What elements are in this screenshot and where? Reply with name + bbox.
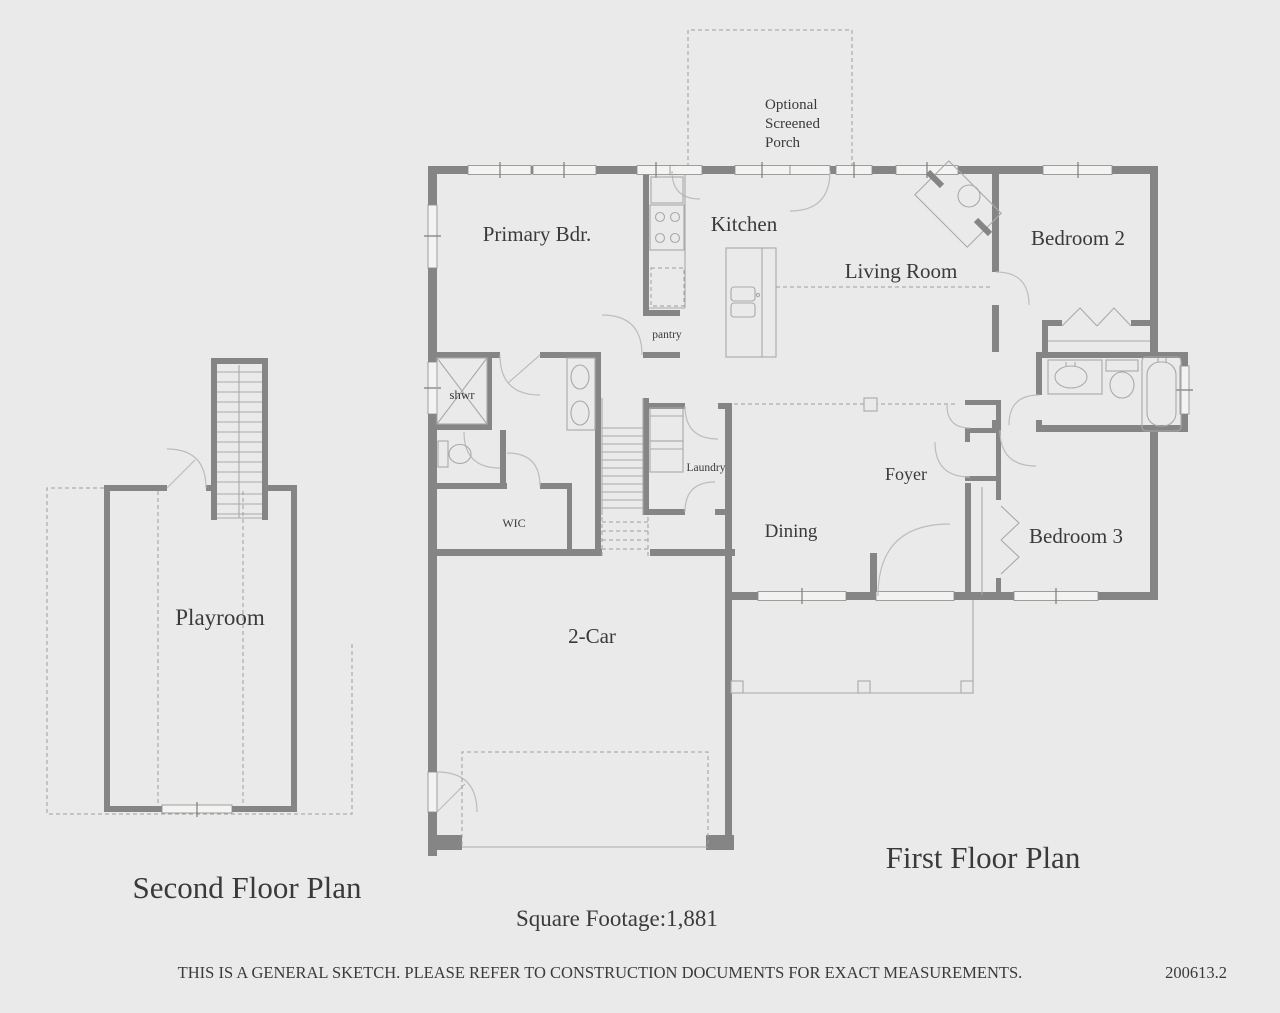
disclaimer-text: THIS IS A GENERAL SKETCH. PLEASE REFER T… bbox=[178, 963, 1023, 982]
room-label-bedroom2: Bedroom 2 bbox=[1031, 226, 1125, 250]
open-plan-lines bbox=[734, 286, 990, 412]
washer-dryer-icon bbox=[649, 407, 684, 473]
island-sink-icon bbox=[725, 247, 777, 358]
bathtub-icon bbox=[1141, 356, 1182, 432]
windows bbox=[424, 162, 1193, 604]
front-porch bbox=[730, 600, 974, 694]
stairs-first-floor bbox=[601, 398, 649, 558]
footer: THIS IS A GENERAL SKETCH. PLEASE REFER T… bbox=[178, 963, 1227, 982]
room-label-pantry: pantry bbox=[652, 329, 682, 341]
titles: Second Floor Plan First Floor Plan Squar… bbox=[132, 840, 1080, 931]
vanity-sink-icon bbox=[1047, 359, 1103, 395]
room-label-wic: WIC bbox=[502, 516, 525, 530]
toilet-icon bbox=[437, 440, 472, 468]
second-floor-plan: Playroom bbox=[46, 358, 353, 817]
walls bbox=[428, 166, 1188, 856]
shower-icon bbox=[436, 357, 488, 425]
room-label-shower: shwr bbox=[449, 387, 475, 402]
room-label-primary: Primary Bdr. bbox=[483, 222, 592, 246]
stove-icon bbox=[649, 204, 685, 251]
room-label-laundry: Laundry bbox=[687, 462, 726, 474]
fireplace-icon bbox=[914, 160, 1002, 248]
room-label-kitchen: Kitchen bbox=[711, 212, 778, 236]
playroom-door bbox=[166, 448, 207, 489]
doors bbox=[427, 165, 1040, 813]
first-floor-plan: Optional Screened Porch Primary Bdr. Kit… bbox=[424, 29, 1193, 856]
closet-details bbox=[981, 307, 1150, 595]
first-floor-title: First Floor Plan bbox=[886, 840, 1081, 875]
room-label-dining: Dining bbox=[765, 521, 818, 542]
roof-outline-dashes bbox=[46, 487, 353, 815]
porch-note-line3: Porch bbox=[765, 135, 800, 151]
double-vanity-icon bbox=[566, 357, 596, 431]
porch-note-line1: Optional bbox=[765, 97, 818, 113]
kitchen-fixtures bbox=[649, 175, 777, 358]
square-footage: Square Footage:1,881 bbox=[516, 906, 718, 931]
toilet-icon bbox=[1105, 359, 1139, 399]
room-label-foyer: Foyer bbox=[885, 464, 927, 484]
garage-door-outline bbox=[461, 751, 709, 848]
room-label-living: Living Room bbox=[845, 259, 958, 283]
stairs-second-floor bbox=[217, 365, 262, 519]
optional-screened-porch-outline bbox=[687, 29, 853, 167]
plan-number: 200613.2 bbox=[1165, 963, 1227, 982]
playroom-window bbox=[161, 802, 233, 817]
room-label-bedroom3: Bedroom 3 bbox=[1029, 524, 1123, 548]
second-floor-title: Second Floor Plan bbox=[132, 870, 362, 905]
hall-bath-fixtures bbox=[1047, 356, 1182, 432]
primary-bath-fixtures bbox=[436, 357, 596, 468]
room-label-garage: 2-Car bbox=[568, 624, 616, 648]
room-label-playroom: Playroom bbox=[175, 605, 265, 630]
porch-note-line2: Screened bbox=[765, 116, 820, 132]
walls bbox=[104, 358, 297, 812]
